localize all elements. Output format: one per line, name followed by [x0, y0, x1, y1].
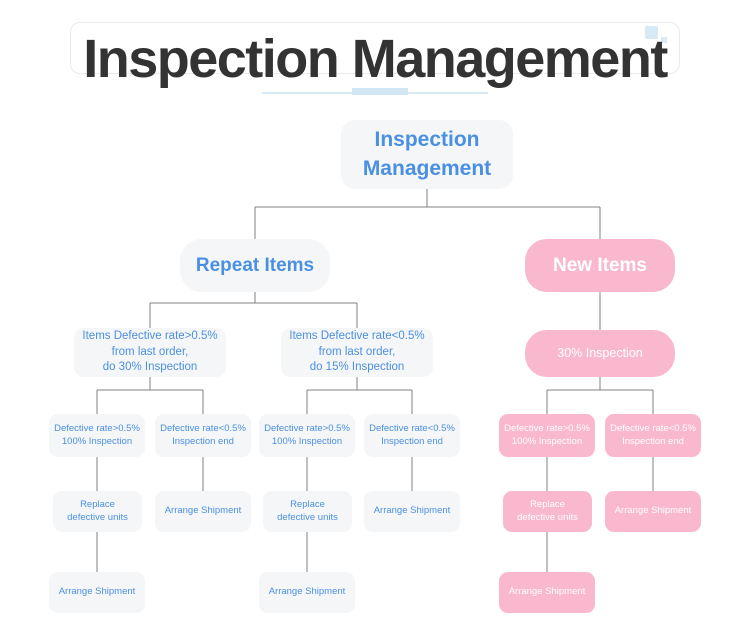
node-label-line1: Replace [530, 498, 565, 510]
node-label: Arrange Shipment [614, 505, 692, 517]
title-accent-line-highlight [352, 88, 408, 95]
node-new-30-percent-inspection[interactable]: 30% Inspection [525, 330, 675, 377]
node-label: New Items [553, 254, 647, 276]
node-label: Arrange Shipment [508, 586, 586, 598]
node-rh-replace-defective-units[interactable]: Replace defective units [53, 491, 142, 532]
node-rl-arrange-shipment-final[interactable]: Arrange Shipment [259, 572, 355, 613]
node-label: 30% Inspection [557, 346, 643, 361]
node-new-replace-defective-units[interactable]: Replace defective units [503, 491, 592, 532]
node-label-line1: Defective rate<0.5% [160, 422, 246, 434]
node-label-line2: 100% Inspection [511, 435, 583, 447]
node-label: Arrange Shipment [58, 586, 136, 598]
node-rl-replace-defective-units[interactable]: Replace defective units [263, 491, 352, 532]
node-inspection-management-root[interactable]: Inspection Management [341, 120, 513, 189]
node-label: Arrange Shipment [373, 505, 451, 517]
node-label-line2: Inspection end [381, 435, 443, 447]
node-label: Repeat Items [195, 254, 315, 276]
node-label-line1: Defective rate>0.5% [54, 422, 140, 434]
node-new-pass-inspection-end[interactable]: Defective rate<0.5% Inspection end [605, 414, 701, 457]
node-new-fail-100-inspection[interactable]: Defective rate>0.5% 100% Inspection [499, 414, 595, 457]
decorative-square-small-icon [661, 37, 667, 43]
node-label-line1: Items Defective rate<0.5% [289, 330, 425, 343]
node-repeat-items[interactable]: Repeat Items [180, 239, 330, 292]
node-label: Arrange Shipment [268, 586, 346, 598]
node-label-line1: Items Defective rate>0.5% [82, 330, 218, 343]
node-repeat-high-defective-rate[interactable]: Items Defective rate>0.5% from last orde… [74, 328, 226, 377]
node-label-line1: Replace [290, 498, 325, 510]
node-label-line2: Inspection end [622, 435, 684, 447]
node-label-line2: 100% Inspection [271, 435, 343, 447]
node-label-line1: Defective rate>0.5% [264, 422, 350, 434]
node-label-line1: Inspection [374, 128, 480, 152]
title-card [70, 22, 680, 74]
node-label-line3: do 30% Inspection [102, 361, 198, 374]
node-label-line1: Defective rate<0.5% [610, 422, 696, 434]
node-new-items[interactable]: New Items [525, 239, 675, 292]
node-rh-fail-100-inspection[interactable]: Defective rate>0.5% 100% Inspection [49, 414, 145, 457]
node-label-line1: Defective rate>0.5% [504, 422, 590, 434]
node-label: Arrange Shipment [164, 505, 242, 517]
node-rl-arrange-shipment[interactable]: Arrange Shipment [364, 491, 460, 532]
decorative-square-icon [645, 26, 658, 39]
node-repeat-low-defective-rate[interactable]: Items Defective rate<0.5% from last orde… [281, 328, 433, 377]
node-label-line2: defective units [67, 511, 128, 523]
node-label-line1: Defective rate<0.5% [369, 422, 455, 434]
node-label-line2: defective units [517, 511, 578, 523]
node-rh-pass-inspection-end[interactable]: Defective rate<0.5% Inspection end [155, 414, 251, 457]
node-rl-fail-100-inspection[interactable]: Defective rate>0.5% 100% Inspection [259, 414, 355, 457]
node-label-line2: defective units [277, 511, 338, 523]
node-label-line2: 100% Inspection [61, 435, 133, 447]
page-title: Inspection Management [83, 29, 668, 89]
node-rh-arrange-shipment[interactable]: Arrange Shipment [155, 491, 251, 532]
node-label-line2: from last order, [111, 345, 189, 358]
node-label-line2: from last order, [318, 345, 396, 358]
node-rl-pass-inspection-end[interactable]: Defective rate<0.5% Inspection end [364, 414, 460, 457]
node-new-arrange-shipment-final[interactable]: Arrange Shipment [499, 572, 595, 613]
node-new-arrange-shipment[interactable]: Arrange Shipment [605, 491, 701, 532]
node-label-line3: do 15% Inspection [309, 361, 405, 374]
node-label-line2: Inspection end [172, 435, 234, 447]
node-label-line2: Management [362, 156, 492, 180]
node-label-line1: Replace [80, 498, 115, 510]
node-rh-arrange-shipment-final[interactable]: Arrange Shipment [49, 572, 145, 613]
